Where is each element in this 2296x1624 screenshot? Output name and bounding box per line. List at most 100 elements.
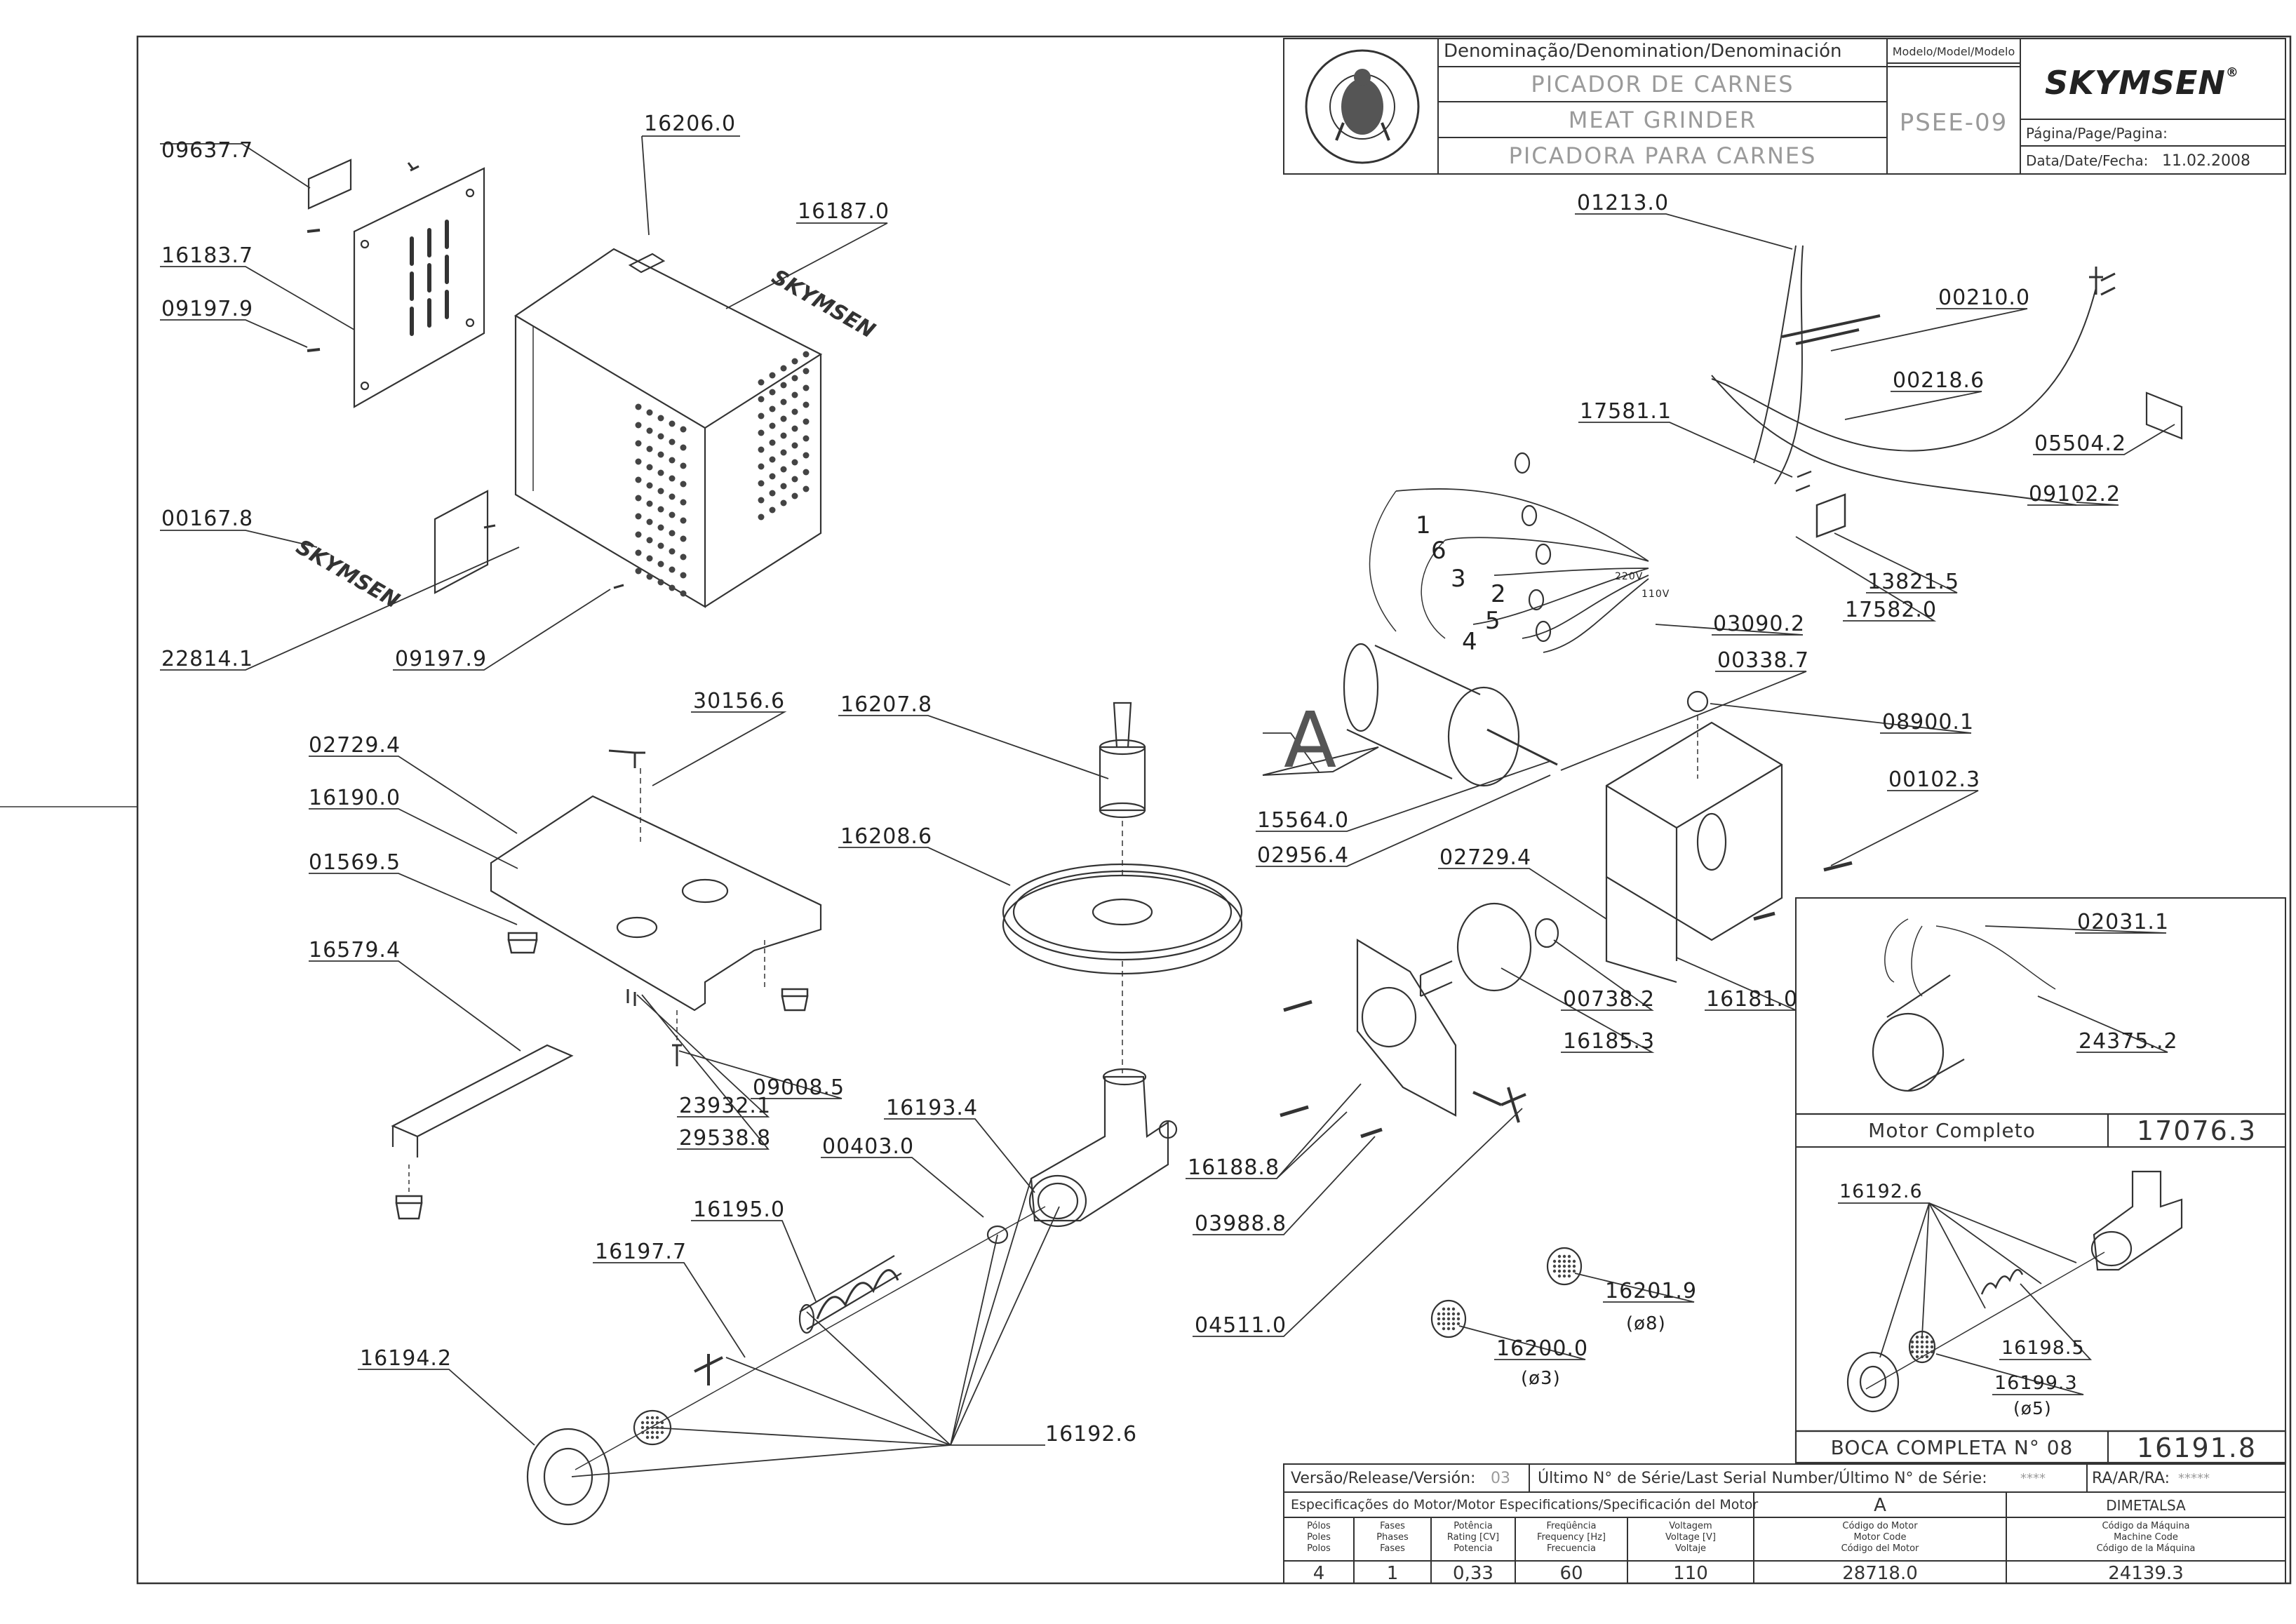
callout-04511-0: 04511.0 — [1195, 1313, 1287, 1338]
callout-00102-3: 00102.3 — [1888, 767, 1981, 792]
head-complete-label: BOCA COMPLETA N° 08 — [1830, 1436, 2074, 1459]
callout-16201-9-size: (ø8) — [1626, 1313, 1666, 1334]
callout-16206-0: 16206.0 — [644, 112, 737, 136]
motor-face — [1447, 686, 1520, 787]
callout-16198-5: 16198.5 — [2001, 1337, 2085, 1359]
callout-16193-4: 16193.4 — [886, 1096, 979, 1120]
callout-00210-0: 00210.0 — [1938, 286, 2031, 310]
cover-assembly — [307, 159, 823, 608]
head-inset — [1794, 1146, 2287, 1464]
spec-column-header-line: Polos — [1307, 1543, 1331, 1554]
label-plate — [307, 159, 352, 210]
callout-16201-9: 16201.9 — [1605, 1279, 1698, 1303]
tray — [1002, 863, 1243, 961]
callout-16579-4: 16579.4 — [309, 938, 401, 962]
spec-column-header-line: Código del Motor — [1841, 1543, 1919, 1554]
callout-16192-6-inset: 16192.6 — [1839, 1181, 1923, 1202]
callout-02729-4-b: 02729.4 — [1439, 845, 1532, 870]
spec-column-header-line: Código do Motor — [1842, 1521, 1918, 1531]
serial-value: **** — [2020, 1471, 2046, 1486]
logo-card — [434, 490, 489, 594]
version-label: Versão/Release/Versión: — [1291, 1470, 1476, 1487]
rear-panel — [353, 167, 485, 408]
spec-column-header-line: Freqüência — [1546, 1521, 1597, 1531]
callout-29538-8: 29538.8 — [679, 1126, 772, 1150]
motor-ref: A — [1874, 1495, 1886, 1516]
foot-left — [507, 932, 538, 954]
head-complete-code: 16191.8 — [2136, 1432, 2257, 1463]
callout-03090-2: 03090.2 — [1713, 612, 1806, 636]
callout-23932-1: 23932.1 — [679, 1094, 772, 1118]
spec-column-header-line: Frecuencia — [1547, 1543, 1596, 1554]
callout-17582-0: 17582.0 — [1845, 598, 1938, 622]
serial-label: Último N° de Série/Last Serial Number/Úl… — [1538, 1470, 1987, 1487]
name-english: MEAT GRINDER — [1568, 107, 1757, 133]
head-body — [1030, 1075, 1169, 1222]
ra-value: ***** — [2178, 1471, 2210, 1486]
callout-02956-4: 02956.4 — [1257, 843, 1350, 868]
spec-column-header-line: Voltaje — [1674, 1543, 1707, 1554]
callout-02031-1: 02031.1 — [2077, 910, 2170, 934]
wire-3-label: 3 — [1451, 565, 1467, 593]
worm-gear — [1456, 902, 1532, 992]
spec-column-value: 1 — [1386, 1563, 1399, 1584]
name-portuguese: PICADOR DE CARNES — [1531, 71, 1794, 98]
motor-body — [1346, 645, 1481, 779]
version-value: 03 — [1491, 1470, 1510, 1487]
callout-16187-0: 16187.0 — [798, 199, 890, 224]
callout-01213-0: 01213.0 — [1577, 191, 1670, 215]
motor-assembly — [1280, 245, 2183, 1338]
pusher — [1099, 702, 1146, 812]
callout-16199-3: 16199.3 — [1994, 1372, 2078, 1394]
switch — [1795, 470, 1846, 538]
wire-1-label: 1 — [1416, 511, 1432, 539]
spec-column-header-line: Motor Code — [1853, 1532, 1907, 1543]
ra-label: RA/AR/RA: — [2092, 1470, 2170, 1487]
spec-column-value: 24139.3 — [2108, 1563, 2184, 1584]
spec-column-value: 4 — [1313, 1563, 1325, 1584]
callout-08900-1: 08900.1 — [1882, 710, 1975, 734]
spec-column-header-line: Frequency [Hz] — [1536, 1532, 1606, 1543]
wire-5-label: 5 — [1485, 607, 1501, 635]
callout-13821-5: 13821.5 — [1867, 570, 1960, 594]
motor-specs-header: Especificações do Motor/Motor Especifica… — [1291, 1497, 1759, 1512]
callout-16192-6: 16192.6 — [1045, 1422, 1138, 1447]
perforation-dots — [635, 351, 1934, 1440]
motor-flange — [1356, 939, 1457, 1117]
spec-column-header-line: Rating [CV] — [1446, 1532, 1500, 1543]
spec-column-header-line: Fases — [1380, 1521, 1405, 1531]
base-plate — [490, 795, 822, 1012]
wire-4-label: 4 — [1462, 628, 1478, 656]
callout-16188-8: 16188.8 — [1188, 1155, 1280, 1180]
bracket — [391, 1044, 574, 1157]
callout-02729-4: 02729.4 — [309, 733, 401, 758]
callout-01569-5: 01569.5 — [309, 850, 401, 875]
callout-15564-0: 15564.0 — [1257, 808, 1350, 833]
callout-16197-7: 16197.7 — [595, 1240, 687, 1264]
wire-6-label: 6 — [1431, 537, 1447, 565]
tray-assembly — [1002, 702, 1243, 1073]
spider — [1472, 1087, 1526, 1123]
spec-column-header-line: Potencia — [1454, 1543, 1493, 1554]
model-value: PSEE-09 — [1899, 109, 2008, 137]
callout-00403-0: 00403.0 — [822, 1134, 915, 1159]
denomination-header: Denominação/Denomination/Denominación — [1444, 41, 1842, 62]
spec-column-header-line: Potência — [1454, 1521, 1493, 1531]
view-a-marker: A — [1284, 695, 1338, 785]
callout-16200-0: 16200.0 — [1496, 1336, 1589, 1361]
callout-03988-8: 03988.8 — [1195, 1212, 1287, 1236]
spec-column-header-line: Voltagem — [1669, 1521, 1712, 1531]
plate-8 — [1546, 1247, 1583, 1286]
spec-column-header-line: Poles — [1307, 1532, 1331, 1543]
callout-16181-0: 16181.0 — [1706, 987, 1799, 1012]
callout-00338-7: 00338.7 — [1717, 648, 1810, 673]
callout-16195-0: 16195.0 — [693, 1197, 786, 1222]
plate-3 — [1430, 1299, 1467, 1338]
front-ring — [526, 1428, 610, 1526]
